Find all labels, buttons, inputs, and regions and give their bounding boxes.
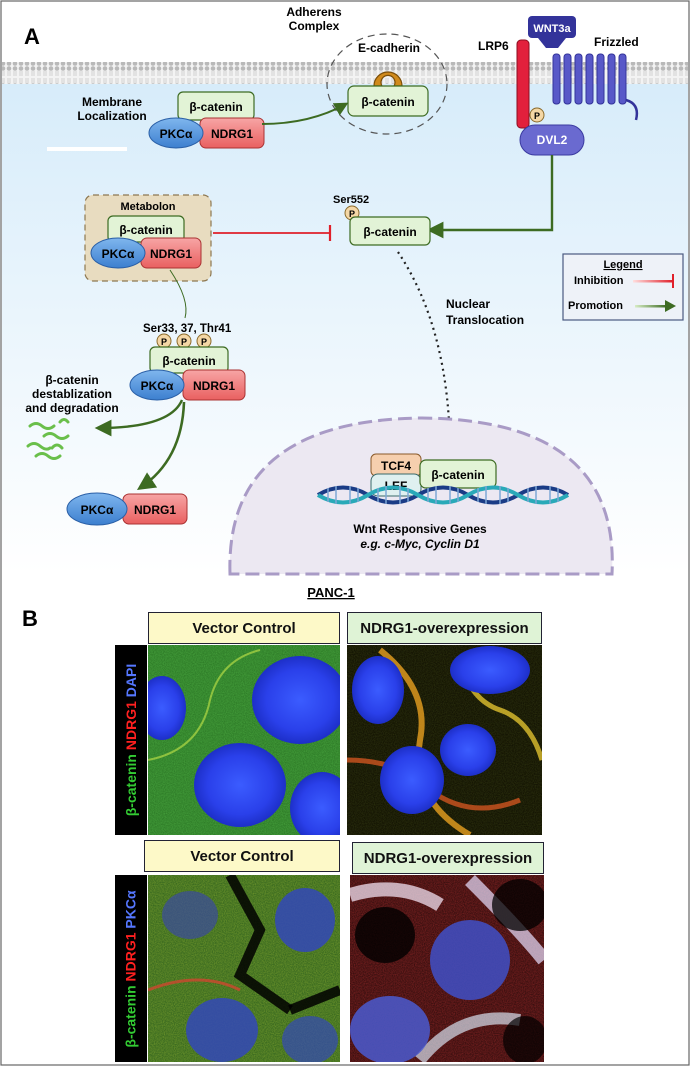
nuclear-label-1: Nuclear xyxy=(446,297,490,311)
ndrg1-phospho-label: NDRG1 xyxy=(193,379,235,393)
lrp6-label: LRP6 xyxy=(478,39,509,53)
pkca-phospho-oval xyxy=(129,369,185,401)
wnt3a-label: WNT3a xyxy=(533,23,571,35)
label-vector-control-row2: Vector Control xyxy=(144,840,340,872)
adherens-label-1: Adherens xyxy=(286,5,342,19)
legend-inhibition-label: Inhibition xyxy=(574,275,624,287)
stain-green-row1: β-catenin xyxy=(123,754,140,817)
membrane-to-adherens-arrow xyxy=(261,102,349,125)
pkca-metabolon-oval xyxy=(90,237,146,269)
membrane-label-1: Membrane xyxy=(82,95,142,109)
destab-label-2: destablization xyxy=(32,387,112,401)
pkca-free-label: PKCα xyxy=(81,503,114,517)
legend-promotion-arrowhead xyxy=(665,300,676,312)
dna-helix-icon xyxy=(316,485,570,505)
stain-blue-row2: PKCα xyxy=(123,889,140,929)
metabolon-label: Metabolon xyxy=(121,201,176,213)
adherens-complex-circle xyxy=(326,33,448,135)
phospho-label-1: P xyxy=(161,337,167,347)
tcf4-label: TCF4 xyxy=(381,459,411,473)
beta-catenin-metabolon-label: β-catenin xyxy=(119,223,172,237)
frizzled-label: Frizzled xyxy=(594,35,639,49)
legend-promotion-line xyxy=(635,305,667,308)
cell-line-label: PANC-1 xyxy=(307,585,354,600)
beta-catenin-adherens-box xyxy=(347,85,429,117)
lrp6-icon xyxy=(516,39,530,129)
cell-membrane xyxy=(2,62,688,84)
micrograph-ndrg1-overexpression-pkca xyxy=(350,875,544,1062)
ecadherin-label: E-cadherin xyxy=(358,41,420,55)
micrograph-ndrg1-overexpression-dapi xyxy=(347,645,542,835)
dissociation-arrow xyxy=(136,401,186,491)
degraded-beta-catenin-icon xyxy=(26,418,70,460)
ser552-label: Ser552 xyxy=(333,194,369,206)
label-vector-control-row1: Vector Control xyxy=(148,612,340,644)
dvl2-to-beta-catenin-arrow xyxy=(426,155,554,239)
destab-label-1: β-catenin xyxy=(45,373,98,387)
legend-title: Legend xyxy=(603,259,642,271)
ser-sites-label: Ser33, 37, Thr41 xyxy=(143,323,232,335)
metabolon-to-phospho-line xyxy=(169,269,187,319)
adherens-label-2: Complex xyxy=(289,19,340,33)
legend-box xyxy=(562,253,684,321)
panel-b-letter: B xyxy=(22,606,38,631)
label-ndrg1-overexpression-row2: NDRG1-overexpression xyxy=(352,842,544,874)
beta-catenin-ser552-label: β-catenin xyxy=(363,225,416,239)
pkca-membrane-oval xyxy=(148,117,204,149)
stain-red-row1: NDRG1 xyxy=(123,701,140,751)
ser552-phospho-label: P xyxy=(349,209,355,219)
legend-promotion-label: Promotion xyxy=(568,300,623,312)
stain-red-row2: NDRG1 xyxy=(123,931,140,981)
pkca-membrane-label: PKCα xyxy=(160,127,193,141)
micrograph-vector-control-pkca xyxy=(148,875,340,1062)
panel-a-letter: A xyxy=(24,24,40,49)
wnt-genes-label: Wnt Responsive Genes xyxy=(353,522,487,536)
beta-catenin-nuclear-label: β-catenin xyxy=(431,468,484,482)
ndrg1-membrane-label: NDRG1 xyxy=(211,127,253,141)
degradation-arrow xyxy=(94,399,184,437)
wnt-genes-examples: e.g. c-Myc, Cyclin D1 xyxy=(360,537,480,551)
phospho-label-2: P xyxy=(181,337,187,347)
micrograph-vector-control-dapi xyxy=(148,645,340,835)
label-ndrg1-overexpression-row1: NDRG1-overexpression xyxy=(347,612,542,644)
stain-label-row2: β-catenin NDRG1 PKCα xyxy=(115,875,147,1062)
beta-catenin-phospho-label: β-catenin xyxy=(162,354,215,368)
frizzled-icon xyxy=(552,53,639,121)
scale-bar xyxy=(47,147,127,151)
destab-label-3: and degradation xyxy=(25,401,118,415)
stain-green-row2: β-catenin xyxy=(123,984,140,1048)
dvl2-label: DVL2 xyxy=(537,133,568,147)
beta-catenin-membrane-label: β-catenin xyxy=(189,100,242,114)
phospho-label-3: P xyxy=(201,337,207,347)
nuclear-label-2: Translocation xyxy=(446,313,524,327)
beta-catenin-ser552-box xyxy=(349,216,431,246)
ndrg1-metabolon-label: NDRG1 xyxy=(150,247,192,261)
stain-label-row1: β-catenin NDRG1 DAPI xyxy=(115,645,147,835)
dvl2-phospho-label: P xyxy=(534,111,540,121)
wnt3a-icon xyxy=(528,16,576,48)
stain-blue-row1: DAPI xyxy=(123,663,140,698)
membrane-label-2: Localization xyxy=(77,109,146,123)
pkca-metabolon-label: PKCα xyxy=(102,247,135,261)
beta-catenin-adherens-label: β-catenin xyxy=(361,95,414,109)
ndrg1-free-label: NDRG1 xyxy=(134,503,176,517)
pkca-phospho-label: PKCα xyxy=(141,379,174,393)
legend-inhibition-line xyxy=(633,280,673,283)
pkca-free-oval xyxy=(66,492,128,526)
dvl2-phospho-circle xyxy=(529,107,545,123)
